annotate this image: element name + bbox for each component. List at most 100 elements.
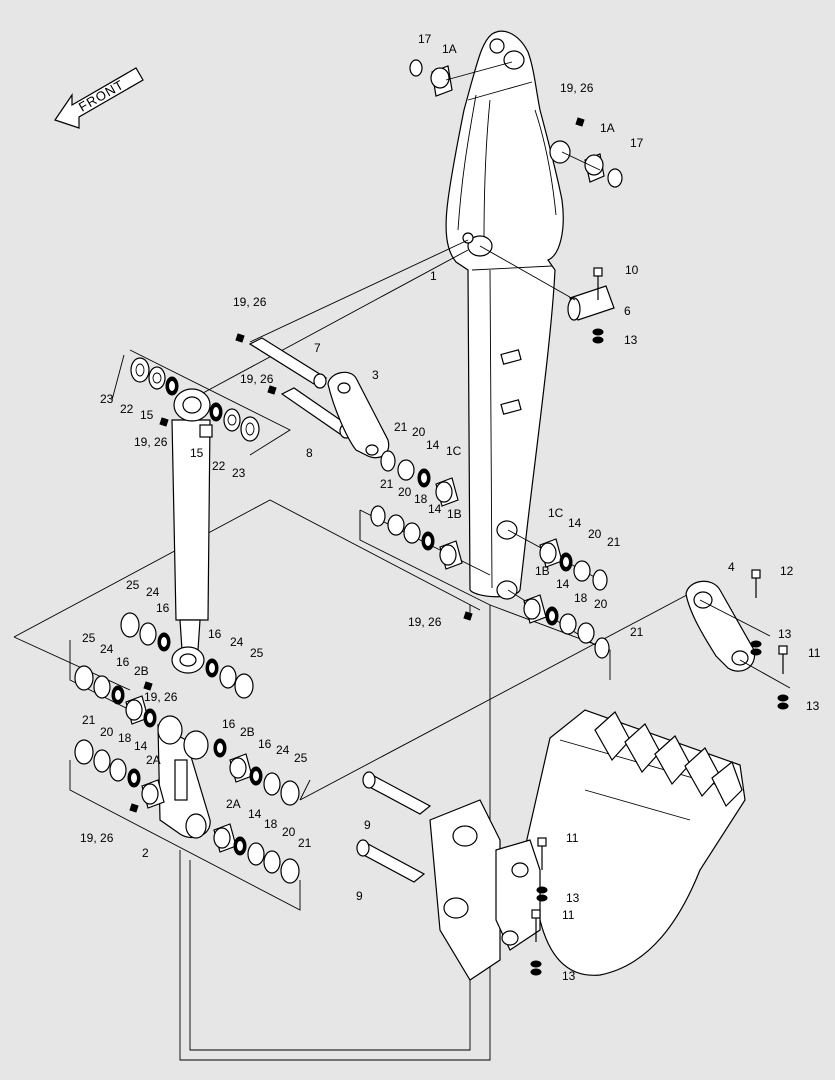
- nut-13-j: [530, 968, 542, 976]
- callout-label: 23: [232, 466, 246, 480]
- callout-label: 7: [314, 341, 321, 355]
- pin-9-lower: [356, 839, 426, 883]
- callout-label: 12: [780, 564, 794, 578]
- nut-13-e: [777, 694, 789, 702]
- callout-label: 1A: [442, 42, 457, 56]
- callout-label: 16: [258, 737, 272, 751]
- callout-label: 9: [356, 889, 363, 903]
- callout-label: 4: [728, 560, 735, 574]
- callout-label: 25: [82, 631, 96, 645]
- seal-17-right: [607, 168, 623, 188]
- front-arrow-icon: FRONT: [54, 67, 144, 129]
- callout-label: 22: [212, 459, 226, 473]
- callout-label: 21: [607, 535, 621, 549]
- bolt-12: [751, 569, 761, 598]
- nut-13-d: [750, 648, 762, 656]
- callout-label: 11: [566, 831, 579, 845]
- nut-13-c: [750, 640, 762, 648]
- callout-label: 18: [264, 817, 278, 831]
- nut-13-h: [536, 894, 548, 902]
- front-arrow-label: FRONT: [76, 77, 127, 115]
- bolt-11-a: [778, 645, 788, 674]
- washer-group-lower-left: [74, 612, 254, 728]
- callout-label: 13: [806, 699, 820, 713]
- bolt-11-c: [531, 909, 541, 942]
- callout-label: 16: [156, 601, 170, 615]
- grease-fitting-c: [267, 385, 277, 395]
- callout-label: 22: [120, 402, 134, 416]
- callout-label: 25: [250, 646, 264, 660]
- callout-label: 20: [594, 597, 608, 611]
- callout-label: 13: [778, 627, 792, 641]
- callout-label: 1B: [535, 564, 550, 578]
- washer-group-right: [523, 538, 610, 659]
- callout-label: 24: [146, 585, 160, 599]
- bucket: [429, 709, 746, 981]
- callout-label: 19, 26: [144, 690, 178, 704]
- callout-label: 21: [380, 477, 394, 491]
- bucket-teeth: [594, 711, 743, 808]
- callout-label: 24: [276, 743, 290, 757]
- callout-label: 21: [298, 836, 312, 850]
- callout-label: 1: [430, 269, 437, 283]
- callout-label: 18: [574, 591, 588, 605]
- bolt-10: [593, 267, 603, 300]
- callout-label: 13: [624, 333, 638, 347]
- callout-label: 20: [398, 485, 412, 499]
- grease-fitting: [575, 117, 585, 127]
- nut-13-a: [592, 328, 604, 336]
- callout-label: 24: [100, 642, 114, 656]
- arm-assembly: [445, 30, 571, 600]
- callout-label: 16: [222, 717, 236, 731]
- callout-label: 23: [100, 392, 114, 406]
- washer-group-upper-left: [130, 357, 260, 442]
- callout-label: 17: [418, 32, 432, 46]
- callout-label: 16: [116, 655, 130, 669]
- callout-label: 17: [630, 136, 644, 150]
- nut-13-i: [530, 960, 542, 968]
- callout-label: 14: [568, 516, 582, 530]
- callout-label: 20: [412, 425, 426, 439]
- nut-13-f: [777, 702, 789, 710]
- callout-label: 25: [294, 751, 308, 765]
- callout-label: 20: [282, 825, 296, 839]
- callout-label: 19, 26: [408, 615, 442, 629]
- callout-label: 21: [82, 713, 96, 727]
- callout-label: 19, 26: [80, 831, 114, 845]
- callout-labels: 17 1A 19, 26 1A 17 10 1 6 13 19, 26 7 3 …: [80, 32, 821, 983]
- callout-label: 24: [230, 635, 244, 649]
- callout-label: 15: [190, 446, 204, 460]
- callout-label: 19, 26: [240, 372, 274, 386]
- callout-label: 8: [306, 446, 313, 460]
- link-3: [327, 371, 390, 459]
- washer-group-link2: [74, 738, 300, 884]
- callout-label: 18: [414, 492, 428, 506]
- pin-6: [567, 285, 615, 321]
- bushing-1a-top: [430, 65, 453, 97]
- callout-label: 1B: [447, 507, 462, 521]
- callout-label: 11: [808, 646, 821, 660]
- callout-label: 19, 26: [233, 295, 267, 309]
- callout-label: 2: [142, 846, 149, 860]
- callout-label: 14: [248, 807, 262, 821]
- callout-label: 15: [140, 408, 154, 422]
- callout-label: 6: [624, 304, 631, 318]
- callout-label: 20: [588, 527, 602, 541]
- nut-13-b: [592, 336, 604, 344]
- callout-label: 21: [394, 420, 408, 434]
- callout-label: 21: [630, 625, 644, 639]
- bolt-11-b: [537, 837, 547, 870]
- callout-label: 10: [625, 263, 639, 277]
- pin-9-upper: [362, 771, 432, 815]
- callout-label: 2A: [146, 753, 161, 767]
- callout-label: 2A: [226, 797, 241, 811]
- callout-label: 1C: [446, 444, 462, 458]
- callout-label: 25: [126, 578, 140, 592]
- callout-label: 14: [428, 502, 442, 516]
- callout-label: 14: [134, 739, 148, 753]
- seal-17-top: [409, 59, 423, 77]
- callout-label: 14: [556, 577, 570, 591]
- callout-label: 19, 26: [134, 435, 168, 449]
